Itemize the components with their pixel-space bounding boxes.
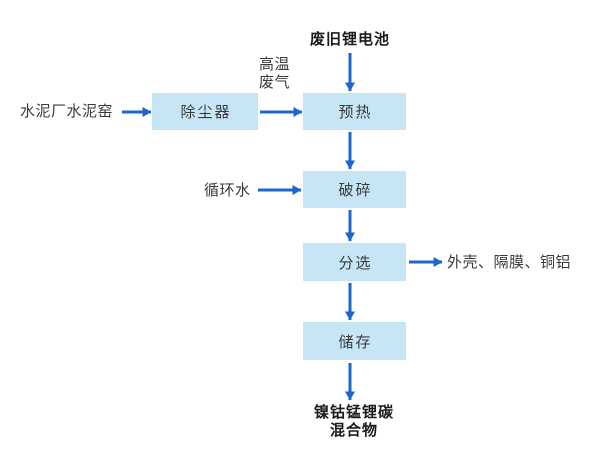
node-crush: 破碎 bbox=[303, 171, 406, 208]
label-hot-waste-gas-line1: 高温 bbox=[259, 56, 291, 73]
node-store-label: 储存 bbox=[338, 333, 373, 351]
label-hot-waste-gas: 高温 废气 bbox=[259, 56, 290, 92]
label-final-product-line2: 混合物 bbox=[329, 422, 378, 439]
node-sort-label: 分选 bbox=[338, 254, 373, 272]
label-final-product-line1: 镍钴锰锂碳 bbox=[313, 404, 394, 421]
node-preheat-label: 预热 bbox=[338, 104, 373, 121]
node-crush-label: 破碎 bbox=[338, 182, 373, 199]
node-sort: 分选 bbox=[303, 243, 406, 281]
node-dust-collector: 除尘器 bbox=[152, 93, 258, 130]
node-store: 储存 bbox=[303, 322, 406, 360]
label-waste-battery-input: 废旧锂电池 bbox=[309, 31, 390, 48]
node-preheat: 预热 bbox=[303, 93, 406, 130]
label-cement-kiln-source: 水泥厂水泥窑 bbox=[20, 103, 114, 120]
label-final-product: 镍钴锰锂碳 混合物 bbox=[274, 404, 434, 440]
node-dust-collector-label: 除尘器 bbox=[180, 104, 232, 121]
label-circulating-water: 循环水 bbox=[204, 182, 251, 199]
label-hot-waste-gas-line2: 废气 bbox=[259, 74, 291, 91]
label-sort-output: 外壳、隔膜、铜铝 bbox=[447, 254, 572, 271]
